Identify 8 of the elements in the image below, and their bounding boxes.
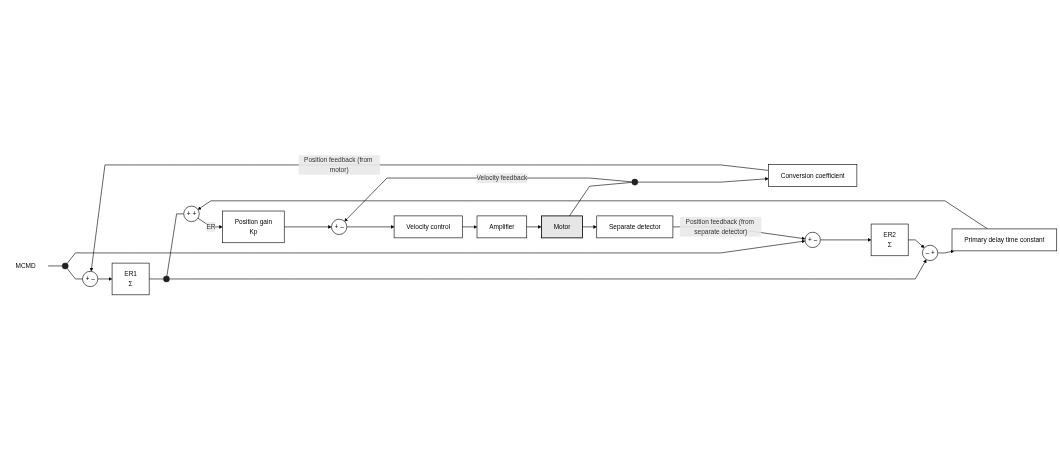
connector <box>166 213 185 277</box>
connector <box>148 278 164 280</box>
node-circle <box>61 262 69 270</box>
connector <box>47 265 63 267</box>
connector <box>66 268 83 280</box>
connector <box>569 182 633 217</box>
node-circle <box>163 275 170 283</box>
node-circle <box>631 178 639 186</box>
